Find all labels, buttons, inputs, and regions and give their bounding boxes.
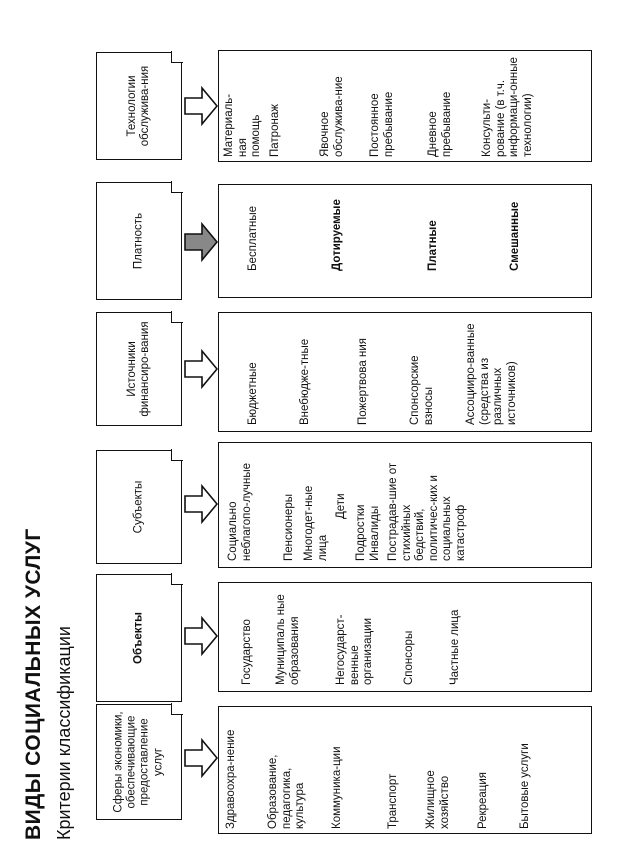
list-item: Подростки: [355, 504, 367, 561]
list-item: Дети: [335, 493, 347, 520]
criterion-box-technologies: Технологии обслужива-ния: [96, 51, 183, 160]
list-item: Платные: [427, 220, 439, 271]
criterion-box-objects: Объекты: [96, 573, 183, 702]
list-item: Дотируемые: [331, 199, 343, 271]
list-item: Многодет-ные лица: [303, 485, 329, 561]
criterion-box-payment: Платность: [96, 181, 183, 300]
criterion-box-economy-spheres: Сферы экономики, обеспечивающие предоста…: [96, 703, 183, 820]
list-item: Ассоцииро-ванные (средства из различных …: [465, 323, 518, 426]
criterion-box-subjects: Субъекты: [96, 449, 183, 564]
list-item: Муниципаль ные образования: [275, 594, 301, 685]
list-item: Спонсоры: [403, 630, 415, 685]
list-item: Государство: [241, 619, 253, 685]
list-item: Пенсионеры: [283, 494, 295, 561]
list-item: Социально неблагопо-лучные: [227, 462, 253, 561]
list-item: Здравоохра-нение: [225, 729, 237, 829]
items-box-payment: Бесплатные Дотируемые Платные Смешанные: [218, 184, 592, 298]
list-item: Консульти-рование (в т.ч. информаци-онны…: [481, 57, 534, 157]
criterion-label: Источники финансиро-вания: [125, 321, 151, 417]
arrow-right-icon: [184, 222, 218, 262]
items-box-economy-spheres: Здравоохра-нение Образование, педагогика…: [218, 706, 592, 834]
items-box-subjects: Социально неблагопо-лучные Пенсионеры Мн…: [218, 442, 592, 568]
items-box-objects: Государство Муниципаль ные образования Н…: [218, 582, 592, 692]
list-item: Негосударст-венные организации: [335, 614, 375, 685]
list-item: Частные лица: [449, 609, 461, 685]
arrow-right-icon: [184, 738, 218, 778]
list-item: Инвалиды: [369, 505, 381, 561]
list-item: Смешанные: [509, 201, 521, 271]
page-subtitle: Критерии классификации: [54, 626, 74, 840]
list-item: Явочное обслужива-ние: [319, 76, 345, 157]
list-item: Коммуника-ции: [331, 746, 343, 829]
criterion-label: Субъекты: [132, 480, 145, 534]
list-item: Дневное пребывание: [427, 91, 453, 157]
criterion-label: Технологии обслужива-ния: [125, 65, 151, 147]
list-item: Спонсорские взносы: [409, 355, 435, 425]
criterion-label: Платность: [132, 212, 145, 270]
list-item: Бюджетные: [247, 362, 259, 425]
list-item: Пострадав-шие от стихийных бедствий, пол…: [387, 462, 467, 561]
items-box-funding: Бюджетные Внебюдже-тные Пожертвова ния С…: [218, 312, 592, 432]
list-item: Рекреация: [477, 771, 489, 829]
arrow-right-icon: [184, 484, 218, 524]
arrow-right-icon: [184, 616, 218, 656]
list-item: Постоянное пребывание: [369, 91, 395, 157]
list-item: Бытовые услуги: [519, 743, 531, 829]
list-item: Внебюдже-тные: [299, 338, 311, 425]
list-item: Жилищное хозяйство: [425, 770, 451, 829]
arrow-right-icon: [184, 349, 218, 389]
page-title: ВИДЫ СОЦИАЛЬНЫХ УСЛУГ: [22, 528, 45, 840]
list-item: Пожертвова ния: [357, 338, 369, 425]
list-item: Патронаж: [269, 104, 281, 157]
criterion-label: Сферы экономики, обеспечивающие предоста…: [112, 711, 165, 813]
list-item: Образование, педагогика, культура: [267, 754, 307, 829]
list-item: Транспорт: [387, 773, 399, 829]
items-box-technologies: Материаль-ная помощь Патронаж Явочное об…: [218, 50, 592, 162]
criterion-box-funding: Источники финансиро-вания: [96, 311, 183, 426]
list-item: Материаль-ная помощь: [223, 93, 263, 157]
criterion-label: Объекты: [132, 612, 145, 664]
list-item: Бесплатные: [247, 205, 259, 271]
arrow-right-icon: [184, 86, 218, 126]
